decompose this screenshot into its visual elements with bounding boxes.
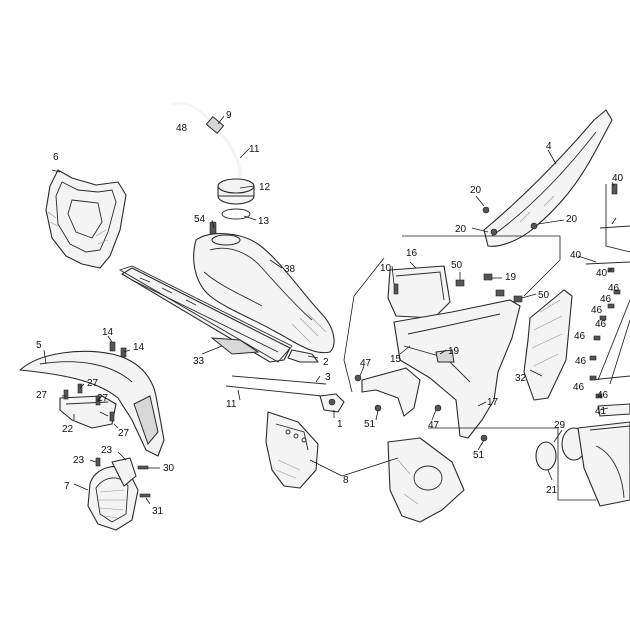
label-19b: 19 [448, 346, 460, 357]
label-23a: 23 [73, 455, 85, 466]
label-29: 29 [554, 420, 566, 431]
label-7: 7 [64, 481, 70, 492]
label-6: 6 [53, 152, 59, 163]
radiator-scoop-left-part [265, 411, 319, 489]
airbox-boot-part [535, 421, 630, 507]
subframe-part [585, 183, 630, 417]
part-labels: 1 2 3 4 5 6 7 8 9 10 11 11 12 13 14 14 1… [36, 110, 624, 517]
label-17: 17 [487, 397, 499, 408]
label-19a: 19 [505, 272, 517, 283]
headlight-mask-part [45, 169, 127, 269]
label-22: 22 [62, 424, 74, 435]
rear-fender-part [482, 109, 613, 247]
side-panel-part [393, 273, 523, 439]
label-46c: 46 [591, 305, 603, 316]
label-14b: 14 [133, 342, 145, 353]
label-32: 32 [515, 373, 527, 384]
label-10: 10 [380, 263, 392, 274]
label-13: 13 [258, 216, 270, 227]
label-46a: 46 [608, 283, 620, 294]
label-47b: 47 [428, 420, 440, 431]
label-27a: 27 [36, 390, 48, 401]
label-15: 15 [390, 354, 402, 365]
disc-guard-part [87, 457, 151, 531]
label-48: 48 [176, 123, 188, 134]
label-40a: 40 [612, 173, 624, 184]
label-27b: 27 [87, 378, 99, 389]
fuel-tap-part [225, 349, 345, 413]
label-8: 8 [343, 475, 349, 486]
label-5: 5 [36, 340, 42, 351]
label-46g: 46 [573, 382, 585, 393]
side-decal-part [121, 267, 291, 363]
side-cover-part [523, 289, 573, 401]
label-40b: 40 [570, 250, 582, 261]
label-38: 38 [284, 264, 296, 275]
label-14a: 14 [102, 327, 114, 338]
label-16: 16 [406, 248, 418, 259]
label-20b: 20 [455, 224, 467, 235]
label-46e: 46 [574, 331, 586, 342]
label-9: 9 [226, 110, 232, 121]
fuel-tank-part [193, 233, 335, 354]
fuel-hose-part [171, 101, 242, 183]
label-20a: 20 [470, 185, 482, 196]
label-11a: 11 [249, 144, 260, 155]
label-46b: 46 [600, 294, 612, 305]
label-3: 3 [325, 372, 331, 383]
label-2: 2 [323, 357, 329, 368]
label-46h: 46 [597, 390, 609, 401]
label-12: 12 [259, 182, 271, 193]
label-50a: 50 [451, 260, 463, 271]
label-46f: 46 [575, 356, 587, 367]
radiator-scoop-right-part [387, 437, 465, 523]
label-31: 31 [152, 506, 164, 517]
number-plate-part [387, 265, 451, 319]
fuel-cap-part [209, 178, 255, 235]
label-20c: 20 [566, 214, 578, 225]
label-27c: 27 [97, 393, 109, 404]
label-33: 33 [193, 356, 205, 367]
label-51a: 51 [364, 419, 376, 430]
label-40c: 40 [596, 268, 608, 279]
front-fender-part [19, 350, 165, 457]
label-23b: 23 [101, 445, 113, 456]
label-4: 4 [546, 141, 552, 152]
label-50b: 50 [538, 290, 550, 301]
label-51b: 51 [473, 450, 485, 461]
label-11b: 11 [226, 399, 237, 410]
leader-lines [43, 115, 617, 505]
label-21: 21 [546, 485, 558, 496]
label-54: 54 [194, 214, 206, 225]
label-46d: 46 [595, 319, 607, 330]
label-41: 41 [595, 406, 607, 417]
label-47a: 47 [360, 358, 372, 369]
label-1: 1 [337, 419, 343, 430]
label-27d: 27 [118, 428, 130, 439]
label-30: 30 [163, 463, 175, 474]
